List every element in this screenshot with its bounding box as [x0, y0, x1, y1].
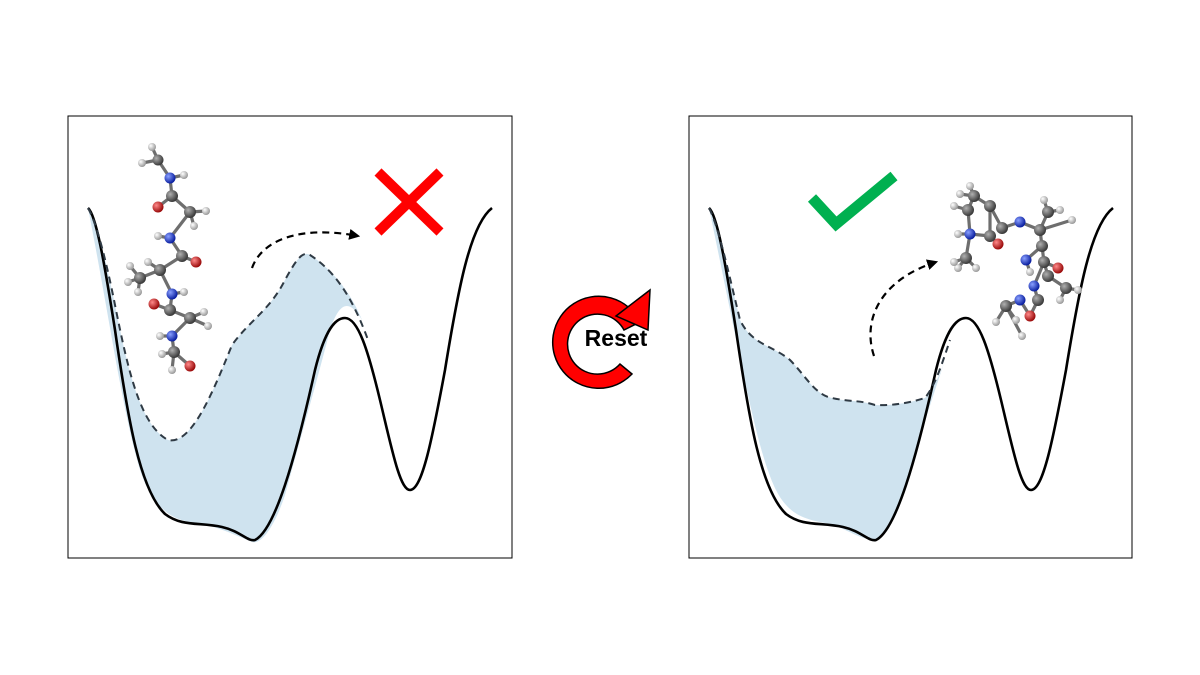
molecule-right — [950, 182, 1082, 340]
transition-arrow-left — [250, 228, 361, 269]
panel-right-frame — [688, 115, 1133, 559]
sampled-region-right — [709, 208, 945, 540]
energy-curve-left — [87, 206, 493, 542]
dashed-boundary-left — [87, 207, 369, 442]
panel-left — [67, 115, 513, 559]
checkmark-icon — [807, 171, 898, 232]
dashed-boundary-right — [708, 207, 951, 407]
panel-right — [688, 115, 1133, 559]
molecule-left — [124, 143, 212, 374]
cross-icon — [374, 168, 444, 236]
energy-curve-right — [708, 206, 1114, 542]
transition-arrow-right — [869, 259, 939, 357]
reset-label: Reset — [585, 325, 648, 351]
reset-icon: Reset — [551, 288, 651, 389]
